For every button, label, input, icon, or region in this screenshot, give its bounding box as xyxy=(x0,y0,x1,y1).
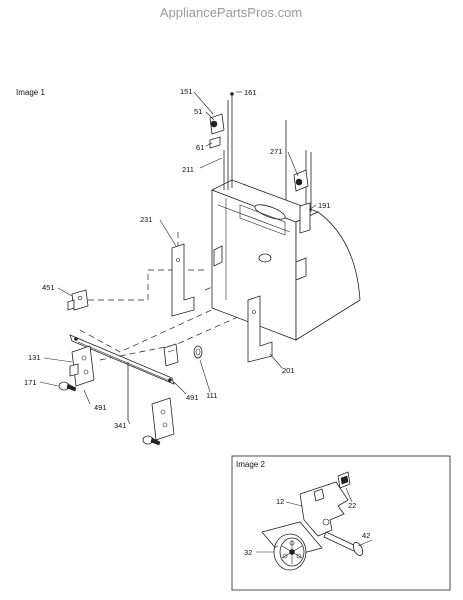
housing-assembly xyxy=(211,179,361,341)
callout-191: 191 xyxy=(318,201,331,210)
inset-assembly xyxy=(261,471,364,571)
left-hinge-131 xyxy=(58,345,95,392)
callout-201: 201 xyxy=(282,366,295,375)
callout-151: 151 xyxy=(180,87,193,96)
callout-341: 341 xyxy=(114,421,127,430)
leader-lines-inset xyxy=(256,487,373,553)
callout-491-right: 491 xyxy=(186,393,199,402)
callout-161: 161 xyxy=(244,88,257,97)
lower-hinge xyxy=(142,397,175,446)
watermark-text: AppliancePartsPros.com xyxy=(160,5,302,20)
callouts-main: 151 161 51 61 211 271 191 231 451 131 17… xyxy=(24,87,331,430)
callout-42: 42 xyxy=(362,531,370,540)
callout-211: 211 xyxy=(182,165,194,174)
top-right-hinge-parts xyxy=(285,120,312,234)
image-2-label: Image 2 xyxy=(236,460,265,469)
grommet-111 xyxy=(193,345,203,359)
callout-111: 111 xyxy=(206,391,217,400)
callout-271: 271 xyxy=(270,147,283,156)
bracket-201 xyxy=(247,295,273,363)
leader-lines-main xyxy=(39,91,317,425)
callout-491-left: 491 xyxy=(94,403,107,412)
top-left-hinge-parts xyxy=(209,92,234,190)
callout-131: 131 xyxy=(28,353,41,362)
clip-451 xyxy=(67,289,89,311)
rail-341 xyxy=(69,334,175,420)
center-clip xyxy=(163,343,179,367)
image-1-label: Image 1 xyxy=(16,88,45,97)
callouts-inset: 12 22 42 32 xyxy=(244,497,370,557)
callout-12: 12 xyxy=(276,497,284,506)
bracket-231 xyxy=(171,243,195,317)
callout-451: 451 xyxy=(42,283,55,292)
callout-22: 22 xyxy=(348,501,356,510)
callout-231: 231 xyxy=(140,215,153,224)
callout-61: 61 xyxy=(196,143,204,152)
callout-51: 51 xyxy=(194,107,202,116)
callout-171: 171 xyxy=(24,378,37,387)
callout-32: 32 xyxy=(244,548,252,557)
